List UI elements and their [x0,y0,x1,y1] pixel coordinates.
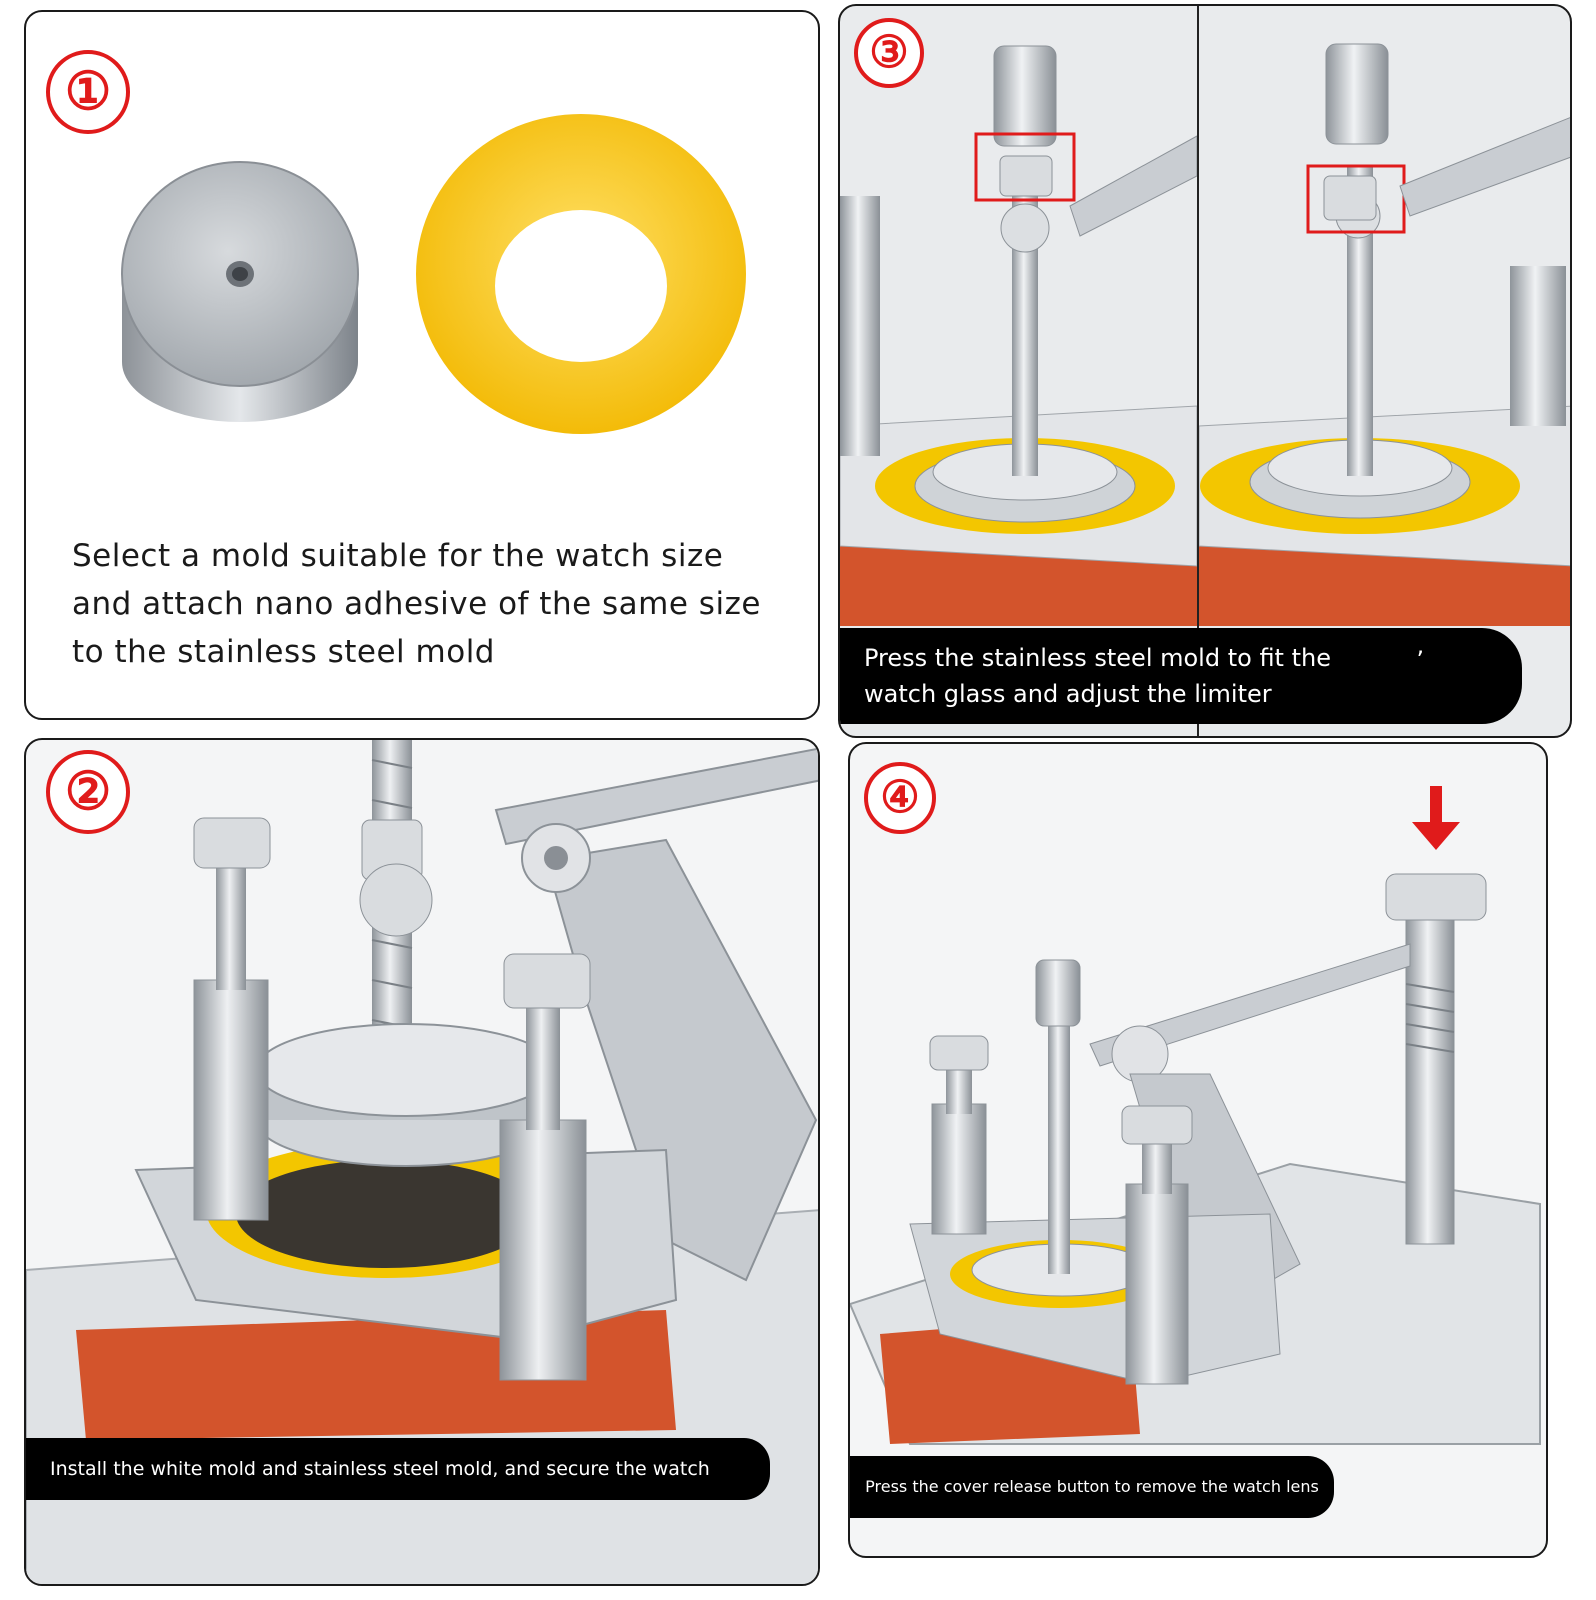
cover-release-illustration [850,786,1541,1445]
after-view [1198,43,1570,626]
before-view [840,45,1198,626]
step-number-badge: ④ [864,762,936,834]
step-3-caption-line-2: watch glass and adjust the limiter [864,680,1272,708]
step-number-badge: ② [46,750,130,834]
step-number-badge: ③ [854,18,924,88]
caption-mark: ’ [1416,646,1424,674]
step-3-panel: Press the stainless steel mold to fit th… [838,4,1572,738]
comparison-divider [1197,6,1199,736]
limiter-highlight [974,132,1076,202]
watch-face [236,1160,536,1268]
step-1-panel: ① Select a m [24,10,820,720]
step-number-badge: ① [46,50,130,134]
limiter-adjustment-illustration [840,43,1570,626]
mold-and-adhesive-illustration [121,114,746,434]
stainless-steel-mold [121,161,359,422]
step-1-caption: Select a mold suitable for the watch siz… [72,538,761,670]
step-3-caption-line-1: Press the stainless steel mold to fit th… [864,644,1331,672]
cover-release-button [1385,873,1487,921]
step-4-panel: Press the cover release button to remove… [848,742,1548,1558]
step-2-panel: Install the white mold and stainless ste… [24,738,820,1586]
step-2-caption: Install the white mold and stainless ste… [26,1438,770,1500]
press-down-arrow-icon [1412,786,1460,850]
step-3-caption: Press the stainless steel mold to fit th… [840,628,1522,724]
nano-adhesive-ring [416,114,746,434]
step-4-caption: Press the cover release button to remove… [850,1456,1334,1518]
